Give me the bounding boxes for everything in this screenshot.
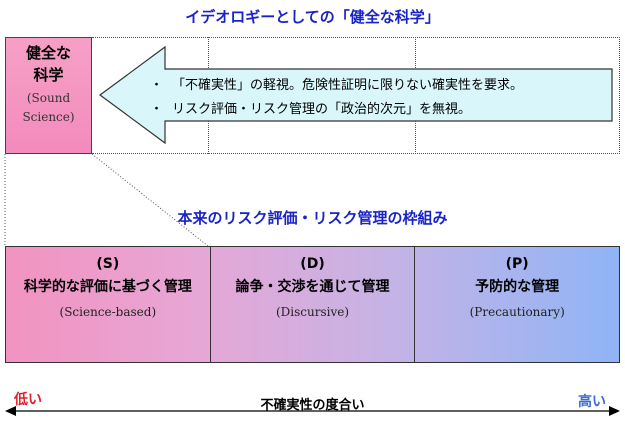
left-arrow xyxy=(98,45,613,145)
diagram-title: イデオロギーとしての「健全な科学」 xyxy=(185,8,440,26)
column-letter: (P) xyxy=(505,256,529,272)
bullet-text: リスク評価・リスク管理の「政治的次元」を無視。 xyxy=(172,102,472,117)
column-name: 論争・交渉を通じて管理 xyxy=(235,279,390,295)
arrow-bullets: ・「不確実性」の軽視。危険性証明に限りない確実性を要求。 ・リスク評価・リスク管… xyxy=(150,74,523,122)
sound-science-en1: (Sound xyxy=(26,91,71,105)
column-name: 科学的な評価に基づく管理 xyxy=(23,279,192,295)
column-english: (Precautionary) xyxy=(469,305,565,319)
axis-right-arrowhead xyxy=(609,406,620,416)
column-science-based: (S) 科学的な評価に基づく管理 (Science-based) xyxy=(6,247,210,362)
axis-left-arrowhead xyxy=(5,406,16,416)
upper-dotted-frame xyxy=(92,37,620,154)
column-english: (Discursive) xyxy=(275,305,350,319)
sound-science-en2: Science) xyxy=(22,110,75,124)
axis-high-label: 高い xyxy=(578,394,606,410)
bullet-text: 「不確実性」の軽視。危険性証明に限りない確実性を要求。 xyxy=(172,78,524,93)
column-letter: (S) xyxy=(96,256,120,272)
bullet-line-1: ・「不確実性」の軽視。危険性証明に限りない確実性を要求。 xyxy=(150,74,523,98)
axis-low-label: 低い xyxy=(14,392,42,408)
column-precautionary: (P) 予防的な管理 (Precautionary) xyxy=(414,247,619,362)
sound-science-line1: 健全な xyxy=(25,44,71,62)
connector-diagonal xyxy=(91,153,209,247)
column-discursive: (D) 論争・交渉を通じて管理 (Discursive) xyxy=(209,247,415,362)
bullet-line-2: ・リスク評価・リスク管理の「政治的次元」を無視。 xyxy=(150,98,523,122)
sound-science-title: 健全な 科学 xyxy=(6,42,91,86)
bullet-marker: ・ xyxy=(150,102,164,117)
uncertainty-axis xyxy=(5,406,620,416)
sound-science-box: 健全な 科学 (Sound Science) xyxy=(5,37,92,154)
column-english: (Science-based) xyxy=(59,305,157,319)
bullet-marker: ・ xyxy=(150,78,164,93)
column-name: 予防的な管理 xyxy=(475,279,560,295)
sound-science-english: (Sound Science) xyxy=(6,89,91,127)
axis-caption: 不確実性の度合い xyxy=(260,398,365,413)
column-letter: (D) xyxy=(300,256,325,272)
framework-row: (S) 科学的な評価に基づく管理 (Science-based) (D) 論争・… xyxy=(5,246,620,363)
framework-title: 本来のリスク評価・リスク管理の枠組み xyxy=(177,209,448,227)
connector-lines xyxy=(4,153,209,247)
left-arrow-shape xyxy=(98,45,613,145)
sound-science-line2: 科学 xyxy=(33,66,64,84)
